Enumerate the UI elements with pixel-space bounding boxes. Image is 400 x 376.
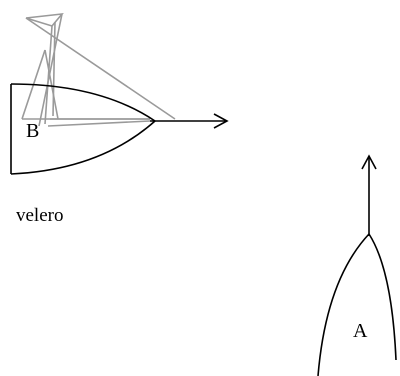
arrow-a — [361, 154, 377, 236]
boom-middle — [47, 120, 151, 127]
arrow-b-head — [213, 113, 229, 129]
point-a-label: A — [353, 320, 368, 342]
mast-flag — [25, 12, 64, 27]
hull-a-left — [317, 233, 370, 376]
rigging-lines — [21, 12, 176, 127]
hull-b — [10, 83, 156, 175]
forestay — [25, 17, 176, 120]
arrow-a-head — [361, 154, 377, 170]
hull-a — [317, 233, 397, 376]
velero-caption: velero — [16, 205, 64, 226]
arrow-b — [150, 113, 229, 129]
hull-a-right — [368, 233, 397, 361]
hull-b-top — [10, 83, 156, 122]
sail-leech — [44, 49, 59, 120]
point-b-label: B — [26, 120, 40, 142]
mast-line-2 — [44, 25, 53, 125]
hull-b-bottom — [10, 120, 156, 175]
mast-line-1 — [38, 13, 63, 127]
